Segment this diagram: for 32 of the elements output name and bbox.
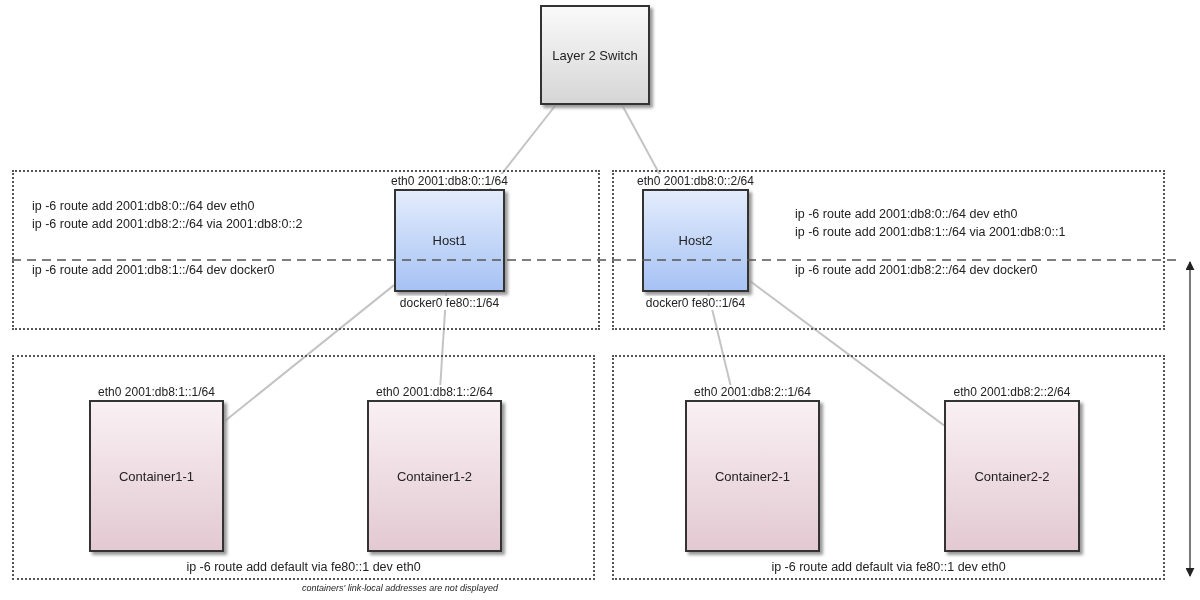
- dotted-group-frame: [12, 355, 595, 580]
- route-command: ip -6 route add 2001:db8:0::/64 dev eth0: [32, 198, 255, 215]
- interface-address: eth0 2001:db8:1::2/64: [374, 385, 495, 399]
- route-command: ip -6 route add 2001:db8:2::/64 via 2001:db8:0::2: [32, 216, 303, 233]
- route-command: ip -6 route add default via fe80::1 dev eth0: [185, 559, 422, 576]
- node-label: Container2-1: [714, 468, 791, 484]
- route-command: ip -6 route add 2001:db8:1::/64 dev docker0: [32, 262, 275, 279]
- connector-line: [223, 284, 395, 423]
- node-label: Container1-1: [118, 468, 195, 484]
- interface-address: eth0 2001:db8:0::1/64: [389, 174, 510, 188]
- connector-line: [621, 104, 669, 190]
- dotted-group-frame: [612, 170, 1165, 330]
- node-label: Host2: [678, 233, 713, 248]
- route-command: ip -6 route add default via fe80::1 dev eth0: [770, 559, 1007, 576]
- interface-address: docker0 fe80::1/64: [397, 296, 502, 310]
- interface-address: docker0 fe80::1/64: [643, 296, 748, 310]
- node-label: Host1: [432, 233, 467, 248]
- interface-address: eth0 2001:db8:2::1/64: [692, 385, 813, 399]
- node-label: Container1-2: [396, 468, 473, 484]
- footnote: containers' link-local addresses are not displayed: [301, 583, 500, 593]
- connector-line: [748, 279, 945, 427]
- route-command: ip -6 route add 2001:db8:2::/64 dev docker0: [795, 262, 1038, 279]
- node-label: Layer 2 Switch: [552, 47, 638, 63]
- route-command: ip -6 route add 2001:db8:1::/64 via 2001:db8:0::1: [795, 224, 1066, 241]
- interface-address: eth0 2001:db8:0::2/64: [635, 174, 756, 188]
- interface-address: eth0 2001:db8:2::2/64: [951, 385, 1073, 399]
- interface-address: eth0 2001:db8:1::1/64: [96, 385, 217, 399]
- switch-box: [540, 5, 650, 105]
- dotted-group-frame: [612, 355, 1165, 580]
- route-command: ip -6 route add 2001:db8:0::/64 dev eth0: [795, 206, 1018, 223]
- dotted-group-frame: [12, 170, 600, 330]
- node-label: Container2-2: [974, 468, 1050, 484]
